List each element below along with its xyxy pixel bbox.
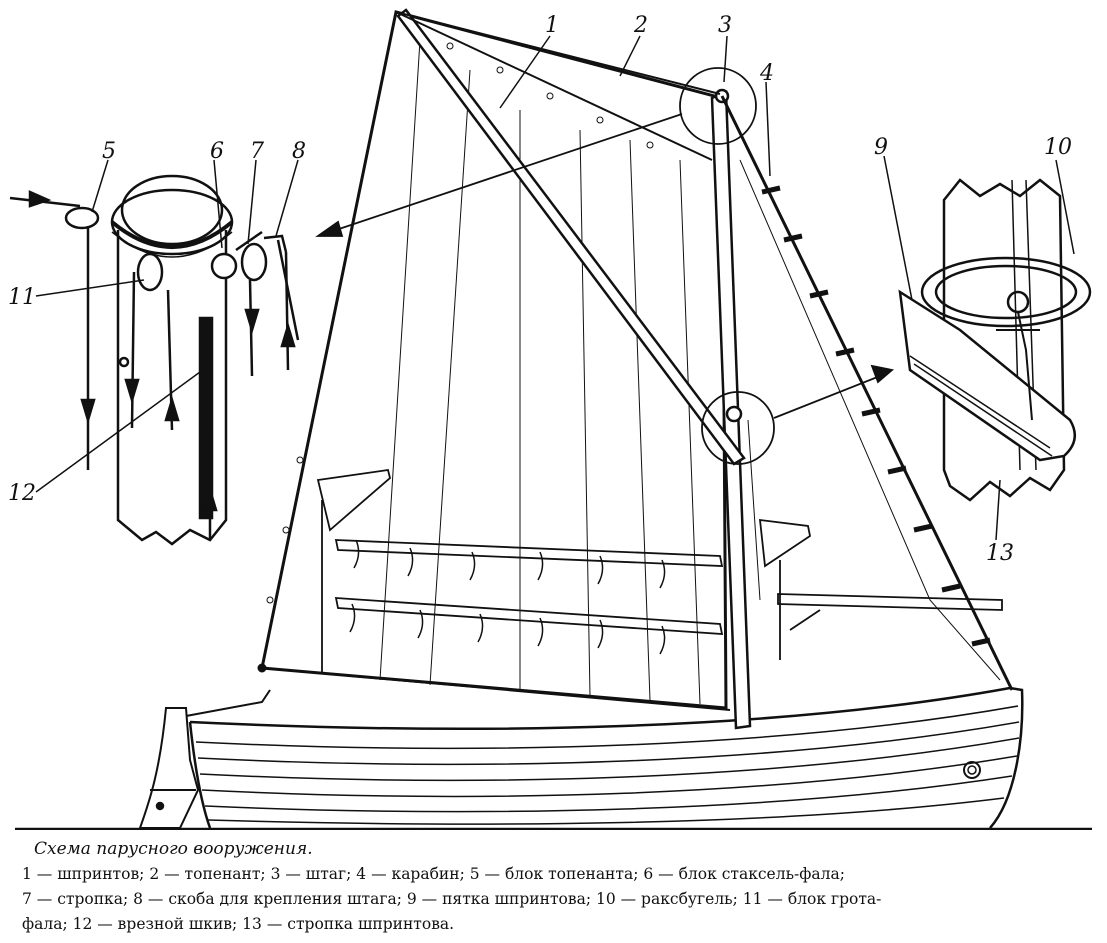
caption-line-3: фала; 12 — врезной шкив; 13 — стропка шп… — [22, 915, 455, 933]
label-4: 4 — [759, 61, 774, 86]
label-8: 8 — [292, 139, 306, 164]
figure-caption: Схема парусного вооружения. 1 — шпринтов… — [22, 838, 1092, 935]
label-5: 5 — [102, 139, 116, 164]
label-1: 1 — [545, 13, 559, 38]
label-6: 6 — [210, 139, 224, 164]
label-11: 11 — [8, 285, 36, 310]
detail-callouts — [315, 67, 894, 465]
label-3: 3 — [718, 13, 732, 38]
topping-lift — [185, 11, 731, 717]
label-12: 12 — [8, 481, 36, 506]
rigging-diagram: 1 2 3 4 5 6 7 8 9 10 11 12 13 — [8, 8, 1092, 830]
sprit-heel-detail — [898, 178, 1092, 502]
label-2: 2 — [633, 13, 648, 38]
sprit — [396, 8, 746, 466]
caption-line-1: 1 — шпринтов; 2 — топенант; 3 — штаг; 4 … — [22, 865, 845, 883]
label-13: 13 — [986, 541, 1014, 566]
boat-interior — [316, 468, 1003, 672]
label-7: 7 — [250, 139, 264, 164]
masthead-detail — [9, 174, 300, 546]
mainsail — [257, 10, 728, 710]
mast — [710, 88, 752, 730]
label-10: 10 — [1044, 135, 1072, 160]
caption-line-2: 7 — стропка; 8 — скоба для крепления шта… — [22, 890, 882, 908]
jib — [720, 95, 1014, 691]
leader-lines — [35, 35, 1075, 541]
label-9: 9 — [874, 135, 888, 160]
boat-hull — [138, 686, 1024, 829]
caption-title: Схема парусного вооружения. — [34, 839, 313, 859]
